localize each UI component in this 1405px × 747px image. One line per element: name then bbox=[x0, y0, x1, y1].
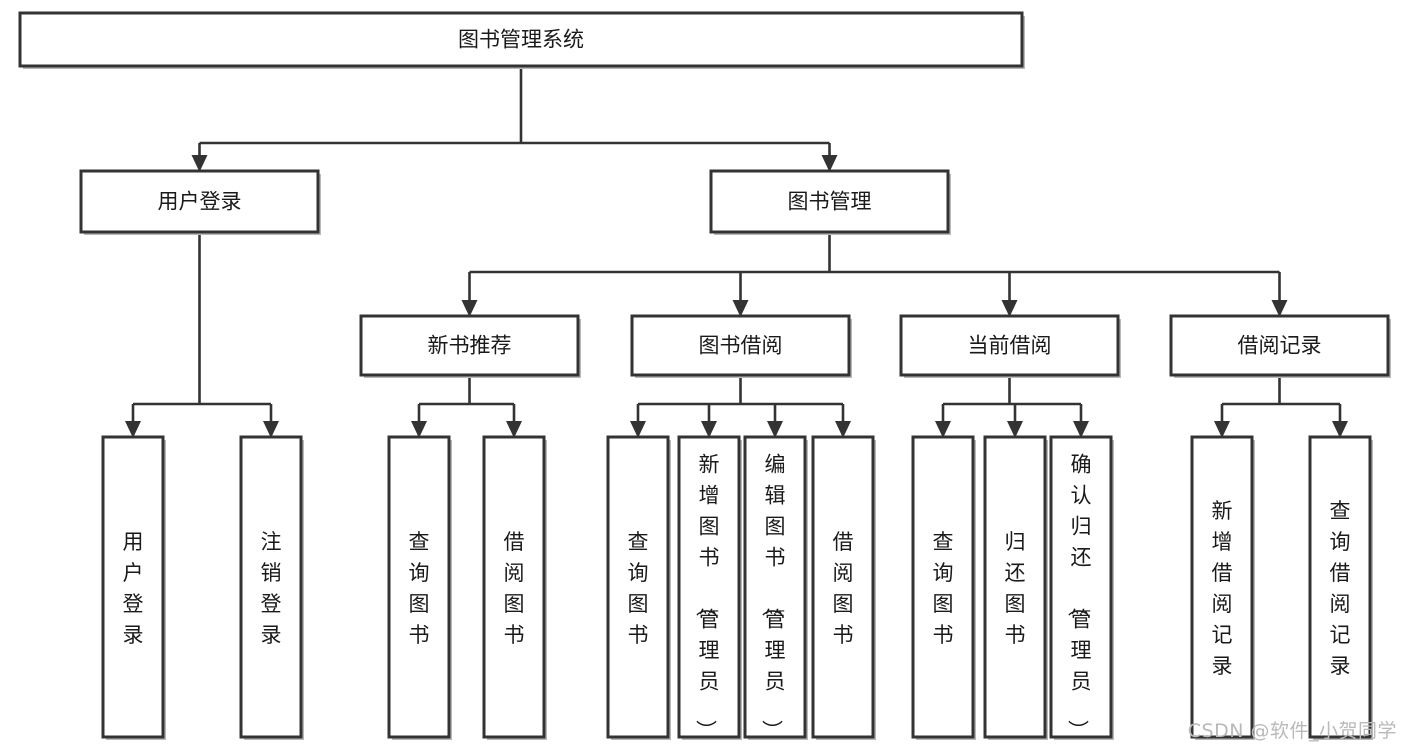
node-book-manage[interactable]: 图书管理 bbox=[709, 169, 951, 235]
node-rect[interactable] bbox=[1169, 314, 1390, 377]
node-label: 图书管理 bbox=[788, 190, 872, 214]
node-leaf-confirm-return[interactable]: 确认归还（管理员） bbox=[1049, 435, 1114, 741]
node-label: 查询图书 bbox=[628, 530, 649, 647]
node-rect[interactable] bbox=[743, 435, 807, 739]
node-label: 图书借阅 bbox=[699, 334, 783, 358]
arrow-head-current-borrow bbox=[1001, 300, 1018, 317]
node-label: 查询图书 bbox=[409, 530, 430, 647]
node-leaf-return-book[interactable]: 归还图书 bbox=[983, 435, 1048, 740]
arrow-head-leaf-logout bbox=[263, 421, 279, 438]
node-rect[interactable] bbox=[239, 435, 303, 739]
node-rect[interactable] bbox=[359, 314, 580, 377]
node-root[interactable]: 图书管理系统 bbox=[18, 11, 1025, 69]
watermark-label: CSDN @软件_小贺同学 bbox=[1187, 720, 1397, 742]
node-rect[interactable] bbox=[387, 435, 451, 739]
arrow-head-leaf-query-book-2 bbox=[630, 421, 646, 438]
node-label: 借阅图书 bbox=[504, 530, 525, 647]
node-rect[interactable] bbox=[811, 435, 875, 739]
node-leaf-query-book-1[interactable]: 查询图书 bbox=[387, 435, 452, 740]
node-rect[interactable] bbox=[79, 169, 320, 234]
arrow-head-leaf-borrow-book-2 bbox=[835, 421, 851, 438]
node-rect[interactable] bbox=[18, 11, 1024, 68]
node-leaf-logout[interactable]: 注销登录 bbox=[239, 435, 304, 740]
node-leaf-add-record[interactable]: 新增借阅记录 bbox=[1190, 435, 1255, 740]
node-leaf-query-record[interactable]: 查询借阅记录 bbox=[1308, 435, 1373, 740]
node-borrow-record[interactable]: 借阅记录 bbox=[1169, 314, 1391, 378]
arrow-head-leaf-query-book-1 bbox=[411, 421, 427, 438]
node-label: 当前借阅 bbox=[968, 334, 1052, 358]
node-rect[interactable] bbox=[911, 435, 975, 739]
node-leaf-user-login[interactable]: 用户登录 bbox=[101, 435, 166, 740]
node-label: 新增图书（管理员） bbox=[694, 453, 720, 741]
arrow-head-leaf-add-book bbox=[701, 421, 717, 438]
node-label: 借阅记录 bbox=[1238, 334, 1322, 358]
node-label: 查询图书 bbox=[933, 530, 954, 647]
node-label: 用户登录 bbox=[123, 530, 144, 647]
node-rect[interactable] bbox=[899, 314, 1120, 377]
node-label: 注销登录 bbox=[261, 530, 282, 647]
node-rect[interactable] bbox=[606, 435, 670, 739]
connector-layer bbox=[125, 66, 1348, 438]
arrow-head-leaf-user-login bbox=[125, 421, 141, 438]
node-leaf-query-book-2[interactable]: 查询图书 bbox=[606, 435, 671, 740]
node-label: 查询借阅记录 bbox=[1330, 499, 1351, 678]
arrow-head-leaf-edit-book bbox=[767, 421, 783, 438]
node-label: 借阅图书 bbox=[833, 530, 854, 647]
node-rect[interactable] bbox=[1049, 435, 1113, 739]
arrow-head-book-manage bbox=[821, 155, 838, 172]
arrow-head-new-book-rec bbox=[461, 300, 478, 317]
node-label: 用户登录 bbox=[158, 190, 242, 214]
node-current-borrow[interactable]: 当前借阅 bbox=[899, 314, 1121, 378]
node-leaf-query-book-3[interactable]: 查询图书 bbox=[911, 435, 976, 740]
node-leaf-edit-book[interactable]: 编辑图书（管理员） bbox=[743, 435, 808, 741]
node-layer: 图书管理系统用户登录图书管理新书推荐图书借阅当前借阅借阅记录用户登录注销登录查询… bbox=[18, 11, 1391, 741]
node-rect[interactable] bbox=[630, 314, 851, 377]
node-rect[interactable] bbox=[1308, 435, 1372, 739]
node-rect[interactable] bbox=[983, 435, 1047, 739]
node-new-book-rec[interactable]: 新书推荐 bbox=[359, 314, 581, 378]
node-user-login[interactable]: 用户登录 bbox=[79, 169, 321, 235]
node-rect[interactable] bbox=[101, 435, 165, 739]
node-rect[interactable] bbox=[1190, 435, 1254, 739]
arrow-head-leaf-add-record bbox=[1214, 421, 1230, 438]
node-label: 图书管理系统 bbox=[458, 28, 584, 52]
arrow-head-borrow-record bbox=[1271, 300, 1288, 317]
arrow-head-book-borrow bbox=[732, 300, 749, 317]
arrow-head-leaf-query-book-3 bbox=[935, 421, 951, 438]
node-label: 编辑图书（管理员） bbox=[760, 453, 786, 741]
node-label: 新增借阅记录 bbox=[1212, 499, 1233, 678]
arrow-head-leaf-confirm-return bbox=[1073, 421, 1089, 438]
node-label: 确认归还（管理员） bbox=[1066, 453, 1092, 741]
arrow-head-user-login bbox=[191, 155, 208, 172]
node-leaf-borrow-book-2[interactable]: 借阅图书 bbox=[811, 435, 876, 740]
node-label: 归还图书 bbox=[1005, 530, 1026, 647]
node-rect[interactable] bbox=[482, 435, 546, 739]
arrow-head-leaf-query-record bbox=[1332, 421, 1348, 438]
node-rect[interactable] bbox=[709, 169, 950, 234]
node-label: 新书推荐 bbox=[428, 334, 512, 358]
arrow-head-leaf-borrow-book-1 bbox=[506, 421, 522, 438]
node-leaf-borrow-book-1[interactable]: 借阅图书 bbox=[482, 435, 547, 740]
arrow-head-leaf-return-book bbox=[1007, 421, 1023, 438]
node-rect[interactable] bbox=[677, 435, 741, 739]
node-leaf-add-book[interactable]: 新增图书（管理员） bbox=[677, 435, 742, 741]
node-book-borrow[interactable]: 图书借阅 bbox=[630, 314, 852, 378]
